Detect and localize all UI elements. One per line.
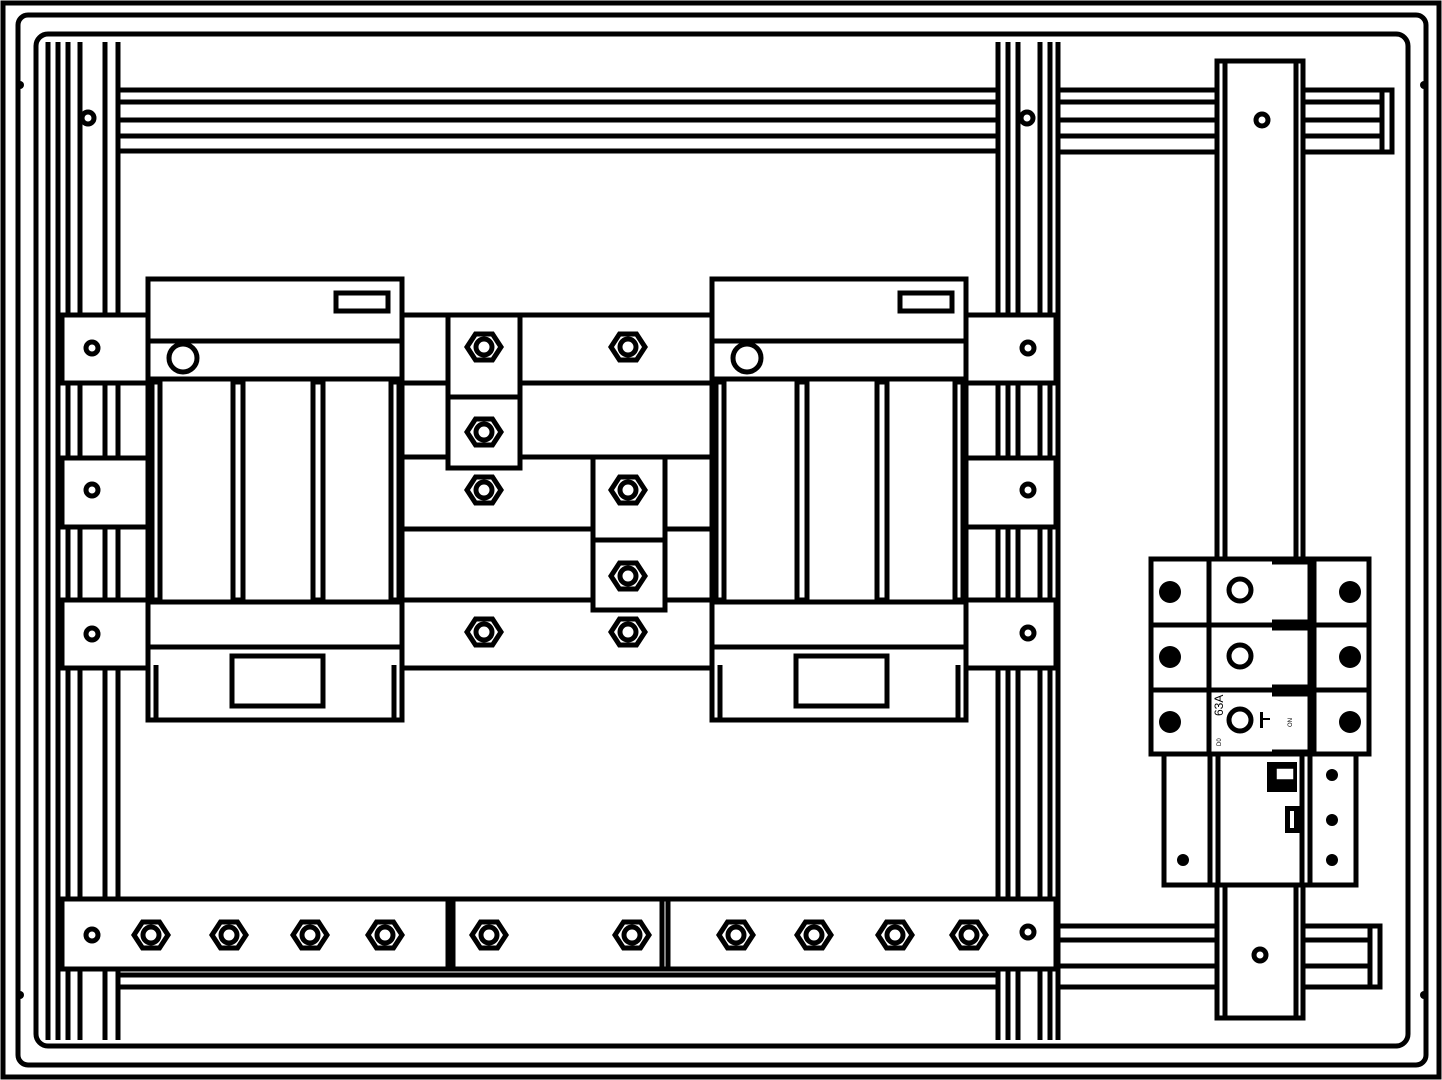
hex-nut	[608, 560, 648, 592]
on-label: ON	[1288, 718, 1294, 727]
hex-nut	[365, 919, 405, 951]
hex-nut	[290, 919, 330, 951]
nut-bore	[299, 924, 321, 946]
nut-bore	[617, 565, 639, 587]
nut-bore	[478, 924, 500, 946]
nut-bore	[884, 924, 906, 946]
nut-bore	[617, 479, 639, 501]
nut-bore	[218, 924, 240, 946]
nut-bore	[374, 924, 396, 946]
hex-nut	[949, 919, 989, 951]
nut-bore	[473, 336, 495, 358]
hex-nut	[469, 919, 509, 951]
right-vertical-rail	[995, 42, 1061, 1040]
nut-bore	[958, 924, 980, 946]
hex-nut	[608, 331, 648, 363]
hex-nut	[464, 616, 504, 648]
hex-nut	[608, 474, 648, 506]
circuit-breaker[interactable]: 63A ON D0	[1148, 556, 1372, 888]
rating-label: 63A	[1212, 695, 1226, 716]
hex-nut	[209, 919, 249, 951]
left-vertical-rail	[45, 42, 121, 1040]
nut-bore	[725, 924, 747, 946]
hex-nut	[464, 416, 504, 448]
nut-bore	[473, 621, 495, 643]
handle-window	[229, 653, 326, 709]
nut-bore	[140, 924, 162, 946]
hex-nut	[608, 616, 648, 648]
nut-bore	[621, 924, 643, 946]
model-label: D0	[1217, 738, 1223, 746]
top-horizontal-rail	[118, 87, 1395, 155]
nut-bore	[617, 621, 639, 643]
nut-bore	[617, 336, 639, 358]
hex-nut	[464, 474, 504, 506]
nuts	[131, 331, 989, 951]
hex-nut	[875, 919, 915, 951]
hex-nut	[612, 919, 652, 951]
nut-bore	[803, 924, 825, 946]
hex-nut	[464, 331, 504, 363]
mounting-brackets	[59, 312, 1059, 671]
hex-nut	[131, 919, 171, 951]
rail-screws	[79, 109, 1036, 127]
indicator-window	[333, 290, 391, 314]
hex-nut	[716, 919, 756, 951]
busbars	[397, 312, 717, 671]
switch-disconnector-left[interactable]	[145, 276, 405, 723]
nut-bore	[473, 421, 495, 443]
hex-nut	[794, 919, 834, 951]
nut-bore	[473, 479, 495, 501]
switch-disconnector-right[interactable]	[709, 276, 969, 723]
